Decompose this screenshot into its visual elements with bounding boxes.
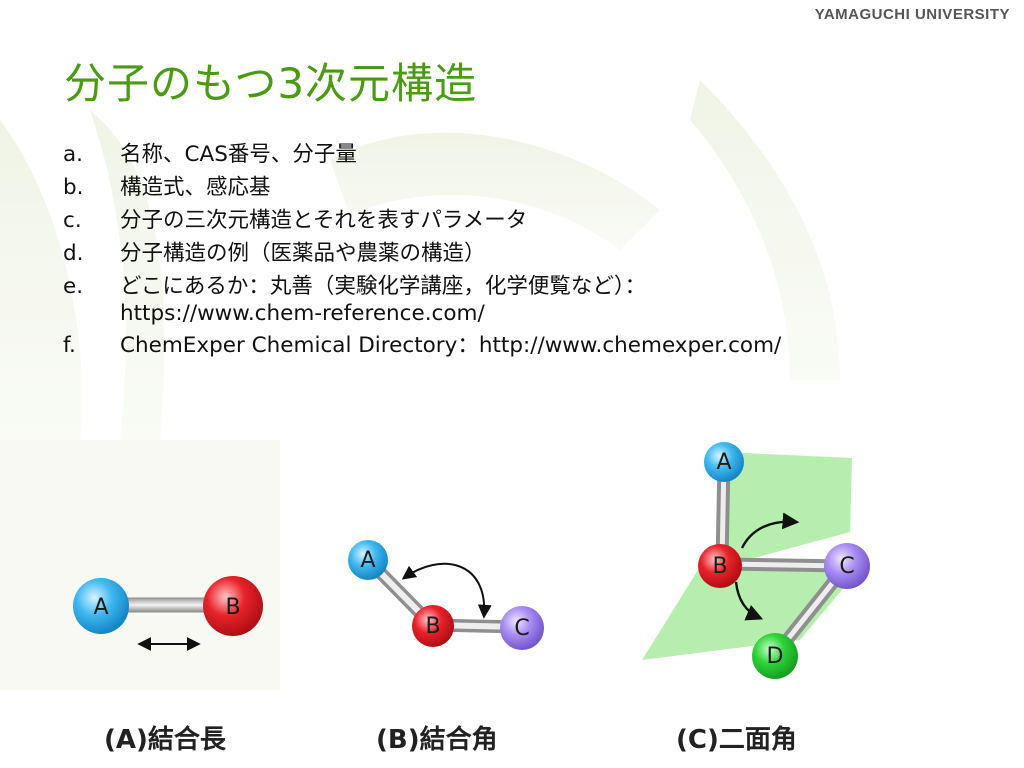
figure-a-label: (A)結合長	[104, 724, 227, 755]
atom-c-label: C	[839, 554, 854, 579]
figure-bond-angle: A B C (B)結合角	[348, 540, 544, 755]
reference-link[interactable]: https://www.chem-reference.com/	[120, 301, 485, 326]
list-item: a. 名称、CAS番号、分子量	[63, 138, 963, 171]
list-marker: a.	[63, 142, 84, 167]
geometry-figures: A B (A)結合長 A B C (B)結合角 A B C D	[73, 442, 870, 755]
atom-d-label: D	[767, 644, 784, 669]
atom-c	[500, 606, 544, 650]
figure-bond-length: A B (A)結合長	[73, 576, 263, 755]
atom-b	[203, 576, 263, 636]
list-item-text: 構造式、感応基	[120, 175, 271, 200]
atom-a-label: A	[93, 595, 108, 620]
atom-a	[73, 578, 129, 634]
atom-a-label: A	[716, 450, 731, 475]
list-item-text: ChemExper Chemical Directory：http://www.…	[120, 333, 782, 358]
atom-d	[752, 633, 798, 679]
list-marker: f.	[63, 333, 76, 358]
list-marker: b.	[63, 175, 84, 200]
figure-c-label: (C)二面角	[676, 724, 797, 755]
atom-a-label: A	[360, 548, 375, 573]
list-item-text: 分子の三次元構造とそれを表すパラメータ	[120, 208, 528, 233]
figure-b-label: (B)結合角	[376, 724, 498, 755]
list-item: e. どこにあるか：丸善（実験化学講座，化学便覧など）： https://www…	[63, 270, 963, 327]
rotation-arrow-icon	[740, 512, 800, 549]
atom-a	[348, 540, 388, 580]
list-item: c. 分子の三次元構造とそれを表すパラメータ	[63, 204, 963, 237]
list-item-text: どこにあるか：丸善（実験化学講座，化学便覧など）：	[120, 274, 647, 299]
list-item: b. 構造式、感応基	[63, 171, 963, 204]
list-marker: d.	[63, 241, 84, 266]
list-marker: c.	[63, 208, 82, 233]
page-title: 分子のもつ3次元構造	[64, 59, 478, 108]
list-item: d. 分子構造の例（医薬品や農薬の構造）	[63, 237, 963, 270]
atom-c-label: C	[514, 616, 529, 641]
figure-dihedral-angle: A B C D (C)二面角	[642, 442, 870, 755]
bond	[127, 597, 214, 613]
atom-b	[698, 544, 742, 588]
curved-arrow-icon	[401, 562, 492, 619]
university-brand: YAMAGUCHI UNIVERSITY	[814, 6, 1010, 23]
rotation-arrow-icon	[734, 581, 764, 621]
upper-plane	[722, 452, 852, 566]
list-item-text: 分子構造の例（医薬品や農薬の構造）	[120, 241, 486, 266]
atom-c	[824, 543, 870, 589]
atom-b-label: B	[712, 554, 727, 579]
list-item-text: 名称、CAS番号、分子量	[120, 142, 357, 167]
atom-a	[704, 442, 744, 482]
list-item: f. ChemExper Chemical Directory：http://w…	[63, 329, 963, 362]
atom-b-label: B	[225, 595, 240, 620]
topic-list: a. 名称、CAS番号、分子量 b. 構造式、感応基 c. 分子の三次元構造とそ…	[63, 138, 963, 362]
list-marker: e.	[63, 274, 84, 299]
atom-b-label: B	[425, 614, 440, 639]
